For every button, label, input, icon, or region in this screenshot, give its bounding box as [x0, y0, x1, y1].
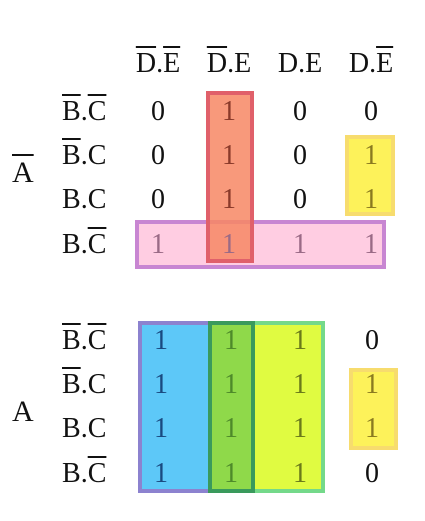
map0-row-header-3: B.C	[62, 231, 132, 259]
map0-row-header-0-right: C	[87, 96, 107, 127]
map1-cell-0-1: 1	[224, 325, 238, 356]
column-header-3: D.E	[336, 50, 406, 78]
column-header-0: D.E	[123, 50, 193, 78]
group-overlap-block	[208, 321, 255, 493]
map0-row-header-2: B.C	[62, 186, 132, 214]
map1-cell-2-0: 1	[154, 413, 168, 444]
map0-cell-3-1: 1	[222, 229, 236, 260]
map1-row-header-2-sep: .	[80, 413, 88, 444]
map0-row-header-3-sep: .	[80, 229, 88, 260]
map1-row-header-3-sep: .	[80, 458, 88, 489]
map1-row-header-2-left: B	[62, 413, 81, 444]
map1-cell-1-2: 1	[293, 369, 307, 400]
map1-row-header-2: B.C	[62, 415, 132, 443]
map1-cell-2-2: 1	[293, 413, 307, 444]
map1-cell-0-0: 1	[154, 325, 168, 356]
column-header-1: D.E	[194, 50, 264, 78]
map1-row-header-1-left: B	[62, 369, 81, 400]
map1-cell-3-2: 1	[293, 458, 307, 489]
map0-row-header-1-right: C	[87, 140, 107, 171]
map0-cell-1-2: 0	[293, 140, 307, 171]
map0-row-header-3-left: B	[62, 229, 81, 260]
column-header-0-left: D	[135, 48, 157, 79]
side-label-a: A	[12, 397, 34, 427]
column-header-0-sep: .	[156, 48, 164, 79]
map0-cell-1-0: 0	[151, 140, 165, 171]
map1-cell-0-3: 0	[365, 325, 379, 356]
map0-row-header-1: B.C	[62, 142, 132, 170]
map0-cell-3-2: 1	[293, 229, 307, 260]
map1-cell-2-1: 1	[224, 413, 238, 444]
side-label-a-bar-text: A	[12, 156, 34, 189]
map1-row-header-0-left: B	[62, 325, 81, 356]
map0-cell-1-1: 1	[222, 140, 236, 171]
map0-row-header-1-left: B	[62, 140, 81, 171]
map1-row-header-0-sep: .	[80, 325, 88, 356]
map1-cell-1-0: 1	[154, 369, 168, 400]
map1-row-header-1-sep: .	[80, 369, 88, 400]
column-header-2-sep: .	[298, 48, 306, 79]
group-red-column	[206, 91, 254, 263]
map1-row-header-1: B.C	[62, 371, 132, 399]
map0-cell-0-1: 1	[222, 96, 236, 127]
map1-cell-3-3: 0	[365, 458, 379, 489]
map0-cell-2-0: 0	[151, 184, 165, 215]
map0-cell-2-2: 0	[293, 184, 307, 215]
column-header-2-left: D	[277, 48, 299, 79]
map0-row-header-0: B.C	[62, 98, 132, 126]
map0-cell-1-3: 1	[364, 140, 378, 171]
side-label-a-bar: A	[12, 158, 34, 188]
column-header-2: D.E	[265, 50, 335, 78]
map1-row-header-1-right: C	[87, 369, 107, 400]
map0-row-header-2-left: B	[62, 184, 81, 215]
map1-row-header-3: B.C	[62, 460, 132, 488]
column-header-1-right: E	[234, 48, 252, 79]
map1-row-header-0-right: C	[87, 325, 107, 356]
map1-cell-1-1: 1	[224, 369, 238, 400]
map1-row-header-3-right: C	[87, 458, 107, 489]
map0-row-header-0-left: B	[62, 96, 81, 127]
map0-cell-2-3: 1	[364, 184, 378, 215]
column-header-3-left: D	[348, 48, 370, 79]
column-header-0-right: E	[163, 48, 181, 79]
map1-row-header-2-right: C	[87, 413, 107, 444]
map1-row-header-3-left: B	[62, 458, 81, 489]
group-yellow-pair-top	[345, 135, 395, 216]
map0-row-header-2-sep: .	[80, 184, 88, 215]
map1-row-header-0: B.C	[62, 327, 132, 355]
column-header-3-sep: .	[369, 48, 377, 79]
column-header-2-right: E	[305, 48, 323, 79]
map0-cell-2-1: 1	[222, 184, 236, 215]
map1-cell-3-1: 1	[224, 458, 238, 489]
map0-cell-0-2: 0	[293, 96, 307, 127]
group-yellow-pair-bottom	[349, 368, 398, 450]
map0-cell-3-0: 1	[151, 229, 165, 260]
column-header-1-left: D	[206, 48, 228, 79]
map0-row-header-3-right: C	[87, 229, 107, 260]
map0-cell-0-3: 0	[364, 96, 378, 127]
map0-row-header-1-sep: .	[80, 140, 88, 171]
map1-cell-3-0: 1	[154, 458, 168, 489]
map0-row-header-2-right: C	[87, 184, 107, 215]
map1-cell-2-3: 1	[365, 413, 379, 444]
map0-cell-3-3: 1	[364, 229, 378, 260]
group-pink-row	[135, 220, 386, 269]
map1-cell-0-2: 1	[293, 325, 307, 356]
column-header-3-right: E	[376, 48, 394, 79]
map0-row-header-0-sep: .	[80, 96, 88, 127]
side-label-a-text: A	[12, 395, 34, 428]
map1-cell-1-3: 1	[365, 369, 379, 400]
map0-cell-0-0: 0	[151, 96, 165, 127]
column-header-1-sep: .	[227, 48, 235, 79]
